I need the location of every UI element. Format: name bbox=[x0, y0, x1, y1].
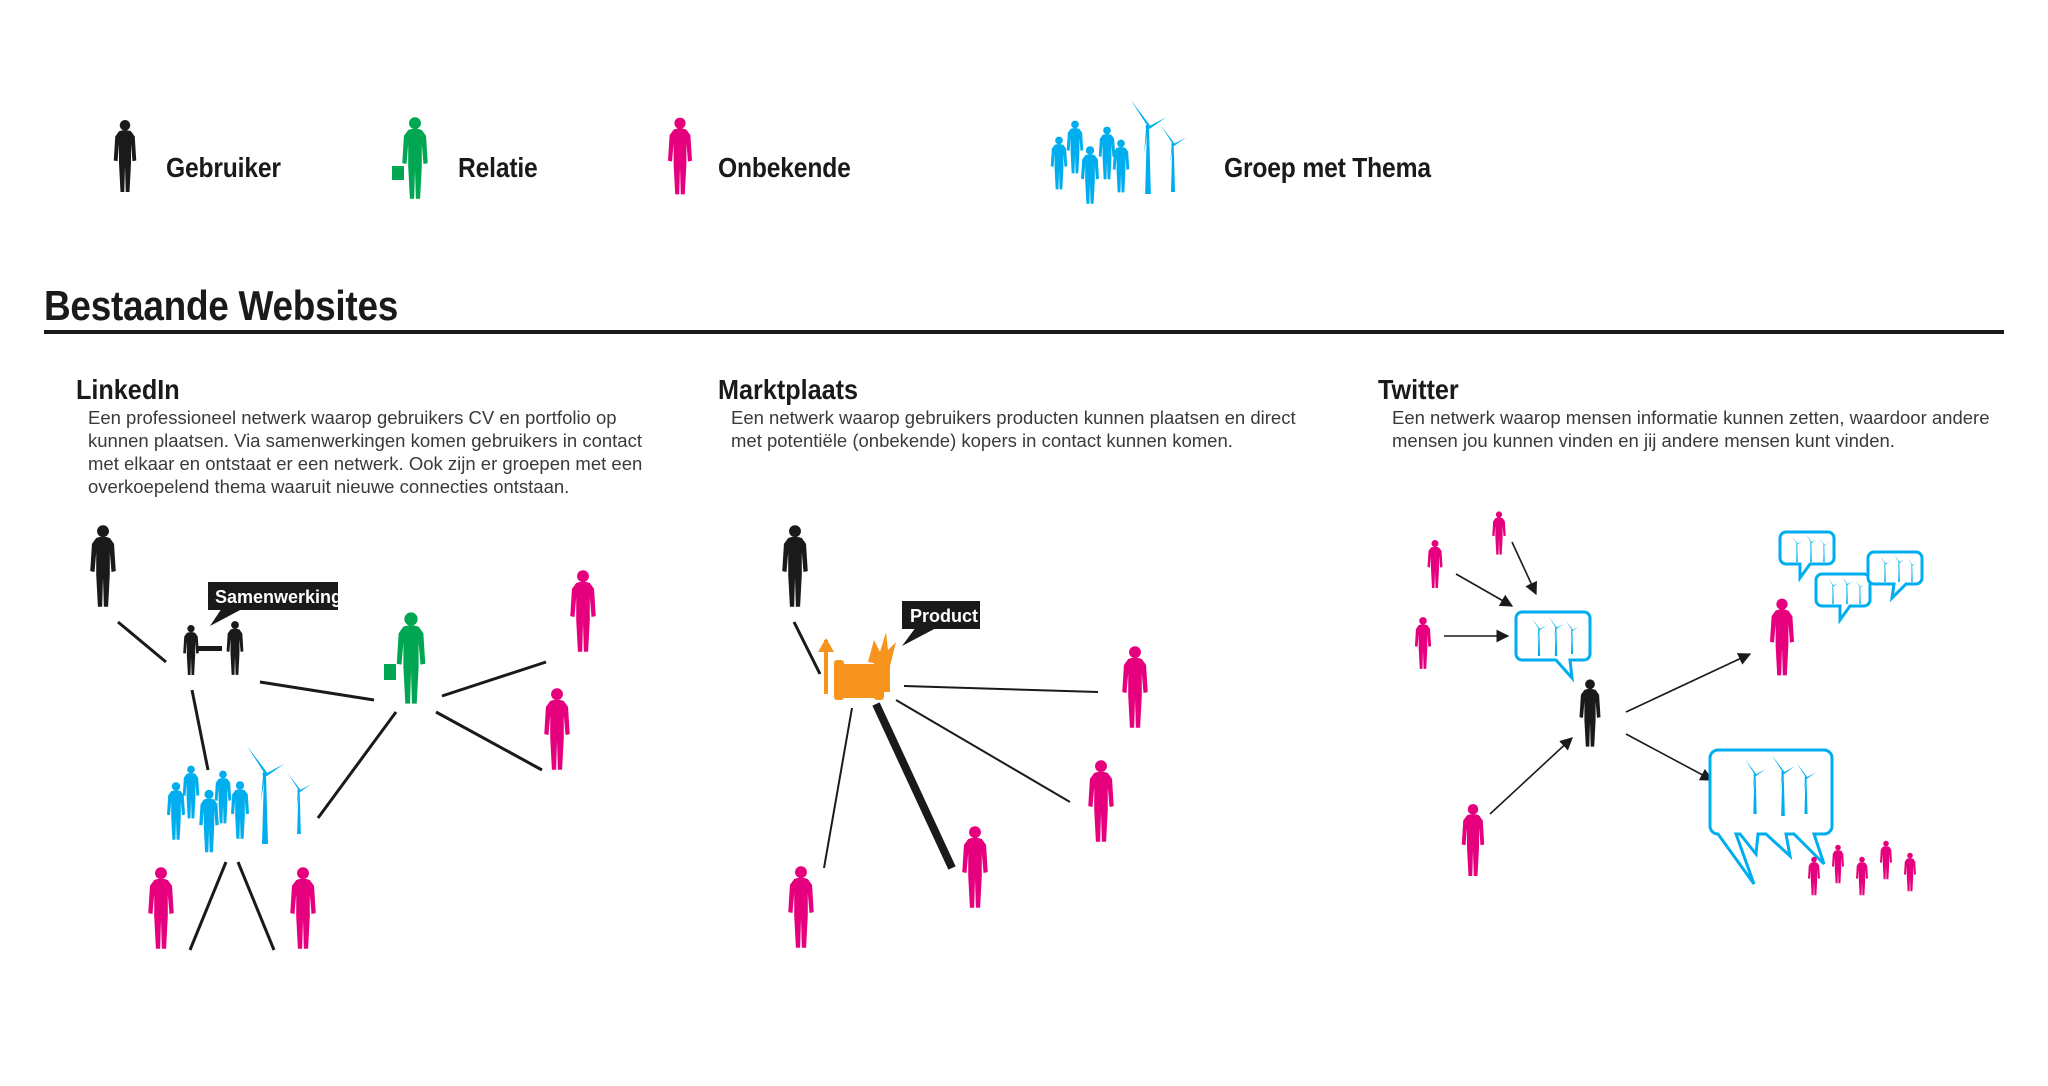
twitter-arrows bbox=[1444, 541, 1752, 815]
linkedin-unknown-icon-3 bbox=[148, 867, 174, 949]
marktplaats-title: Marktplaats bbox=[718, 374, 859, 405]
linkedin-unknown-icon-1 bbox=[570, 570, 596, 652]
linkedin-relation-icon bbox=[384, 612, 426, 704]
legend: Gebruiker Relatie Onbekende Groep met Th… bbox=[0, 99, 2048, 230]
marktplaats-unknown-icon-3 bbox=[962, 826, 988, 908]
product-tag: Product bbox=[902, 601, 980, 646]
marktplaats-unknown-icon-4 bbox=[788, 866, 814, 948]
twitter-unknown-icon-2 bbox=[1427, 540, 1443, 588]
twitter-small-bubble-1 bbox=[1778, 530, 1836, 583]
twitter-small-bubble-2 bbox=[1814, 572, 1872, 625]
twitter-large-bubble bbox=[1708, 748, 1834, 885]
legend-relation-label: Relatie bbox=[458, 152, 538, 183]
twitter-follower-icon bbox=[1770, 598, 1794, 676]
twitter-title: Twitter bbox=[1378, 374, 1459, 405]
twitter-user-icon bbox=[1579, 679, 1601, 747]
linkedin-user-icon bbox=[90, 525, 116, 607]
twitter-audience-group bbox=[1808, 840, 1916, 896]
samenwerking-tag: Samenwerking bbox=[208, 582, 342, 626]
twitter-unknown-icon-4 bbox=[1461, 804, 1485, 876]
marktplaats-user-icon bbox=[782, 525, 808, 607]
legend-group-label: Groep met Thema bbox=[1224, 152, 1431, 183]
linkedin-diagram: Samenwerking bbox=[90, 525, 596, 951]
svg-text:Samenwerking: Samenwerking bbox=[215, 587, 342, 607]
marktplaats-unknown-icon-2 bbox=[1088, 760, 1114, 842]
twitter-description: Een netwerk waarop mensen informatie kun… bbox=[1392, 407, 1990, 451]
marktplaats-connections bbox=[792, 621, 1099, 870]
twitter-unknown-icon-3 bbox=[1414, 617, 1432, 669]
twitter-small-bubble-3 bbox=[1866, 550, 1924, 603]
linkedin-connections bbox=[117, 620, 547, 951]
relation-person-icon bbox=[392, 117, 428, 199]
linkedin-group-icon bbox=[167, 746, 311, 853]
section-title: Bestaande Websites bbox=[44, 282, 399, 329]
linkedin-unknown-icon-4 bbox=[290, 867, 316, 949]
linkedin-unknown-icon-2 bbox=[544, 688, 570, 770]
twitter-diagram bbox=[1414, 511, 1924, 896]
marktplaats-diagram: Product bbox=[782, 525, 1148, 948]
legend-user-label: Gebruiker bbox=[166, 152, 281, 183]
handshake-icon bbox=[183, 621, 244, 675]
section-divider bbox=[44, 330, 2004, 334]
linkedin-description: Een professioneel netwerk waarop gebruik… bbox=[88, 407, 643, 497]
twitter-unknown-icon-1 bbox=[1492, 511, 1506, 555]
twitter-tweet-bubble bbox=[1514, 610, 1592, 683]
marktplaats-unknown-icon-1 bbox=[1122, 646, 1148, 728]
legend-unknown-label: Onbekende bbox=[718, 152, 851, 183]
product-icon bbox=[818, 632, 896, 700]
marktplaats-description: Een netwerk waarop gebruikers producten … bbox=[731, 407, 1296, 451]
svg-text:Product: Product bbox=[910, 606, 978, 626]
linkedin-title: LinkedIn bbox=[76, 374, 180, 405]
